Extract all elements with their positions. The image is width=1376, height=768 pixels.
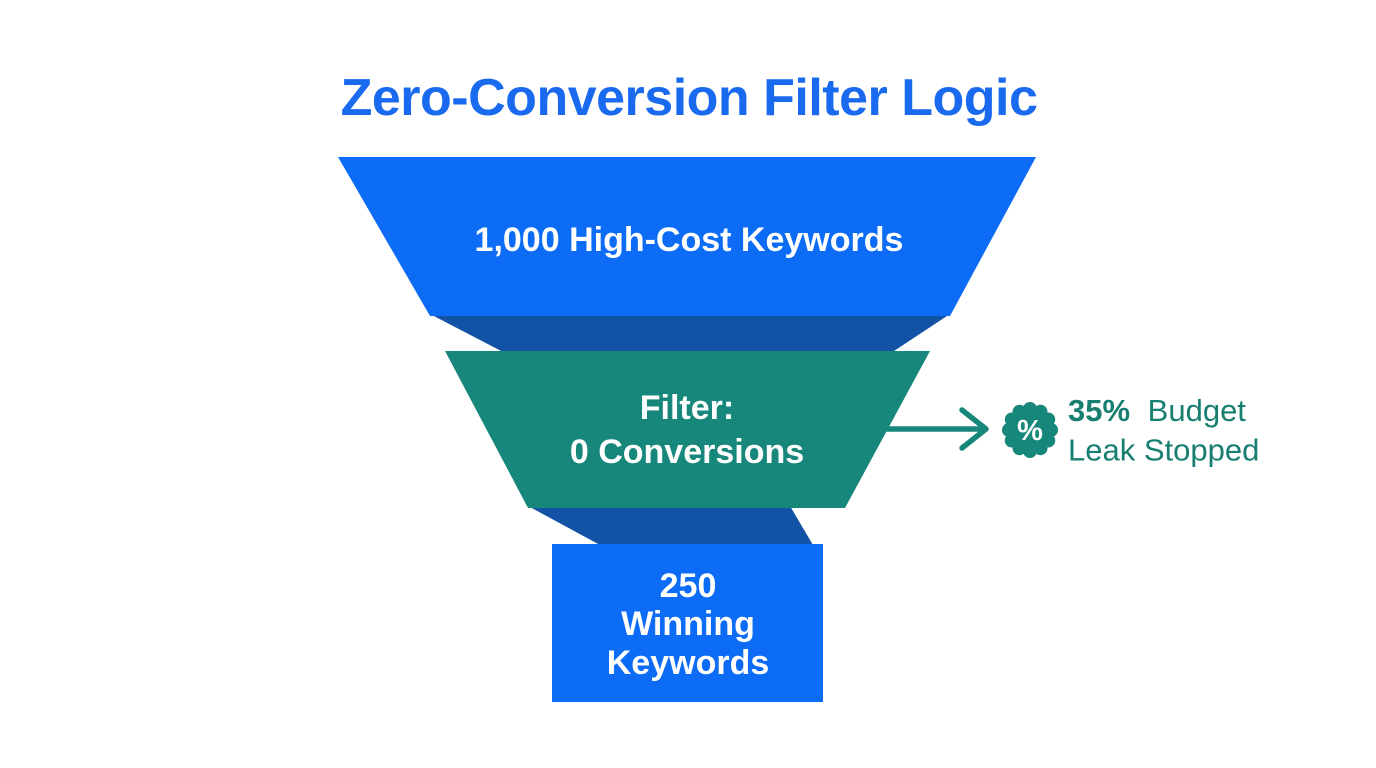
stage3-label-line2: Winning [621, 605, 755, 643]
stage2-label-line1: Filter: [640, 389, 734, 427]
stage3-label-line3: Keywords [607, 644, 770, 682]
annotation-highlight: 35% [1068, 393, 1130, 428]
stage2-label-line2: 0 Conversions [570, 433, 804, 471]
badge-percent-glyph: % [1017, 415, 1043, 447]
annotation-line1: 35% Budget [1068, 393, 1246, 428]
funnel-connector-bottom [528, 506, 813, 545]
annotation-line1-rest: Budget [1148, 393, 1247, 428]
arrow-right-icon [874, 407, 989, 451]
badge-body [1008, 408, 1052, 452]
funnel-stage1-shape [338, 157, 1036, 316]
page-title: Zero-Conversion Filter Logic [341, 69, 1038, 127]
stage3-label-line1: 250 [660, 567, 717, 605]
arrow-head [959, 407, 989, 451]
percent-badge-icon: % [1002, 402, 1058, 458]
funnel-connector-top [430, 314, 950, 353]
funnel-stage3-shape [552, 544, 823, 702]
funnel-stage2-shape [445, 351, 930, 508]
annotation-line2: Leak Stopped [1068, 433, 1259, 468]
stage1-label: 1,000 High-Cost Keywords [475, 221, 904, 259]
